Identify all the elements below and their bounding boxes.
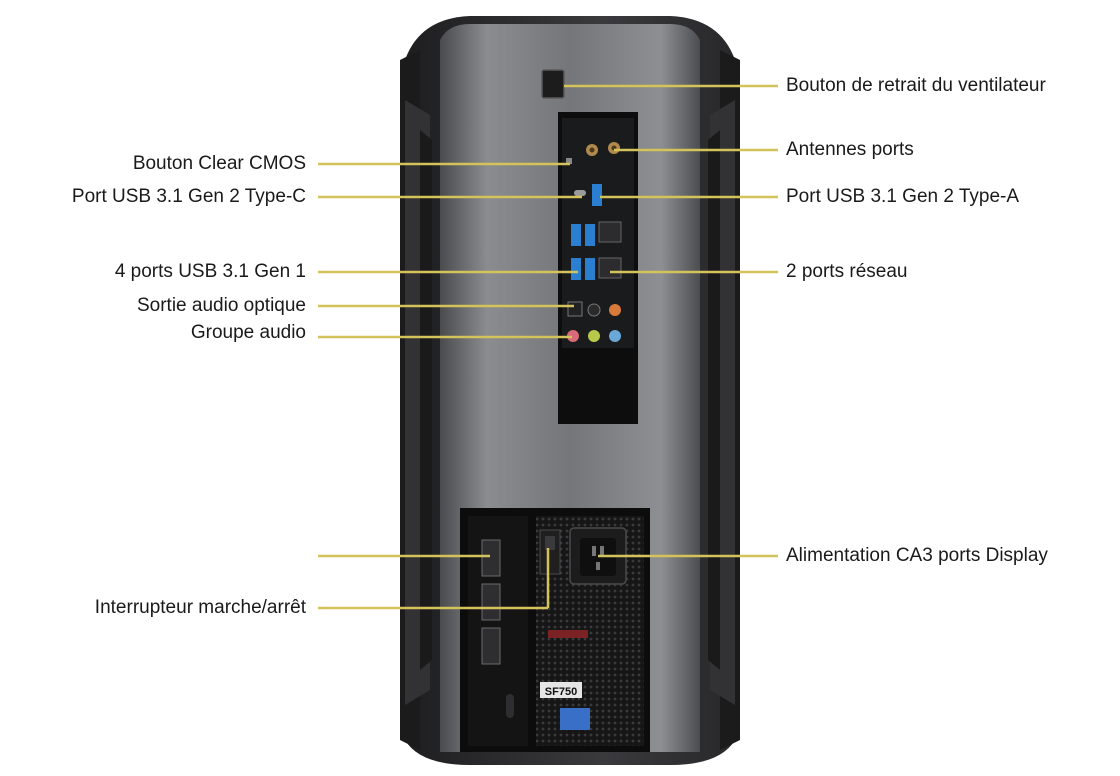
usb-gen1-port-4 [585,258,595,280]
usb-gen1-port-3 [571,258,581,280]
leader-lines [318,84,778,610]
audio-jack-orange [609,304,621,316]
audio-jack-pink [567,330,579,342]
io-panel [558,112,638,424]
audio-jack-green [588,330,600,342]
displayport-2 [481,583,501,621]
label-ac-power-display-ports: Alimentation CA3 ports Display [786,545,1048,566]
label-network-ports: 2 ports réseau [786,261,908,282]
usb-type-a-port [592,184,602,206]
usb-gen1-port-1 [571,224,581,246]
label-audio-group: Groupe audio [190,322,306,343]
label-power-switch: Interrupteur marche/arrêt [94,597,306,618]
clear-cmos-button [566,158,572,164]
displayport-1 [481,539,501,577]
label-fan-release-button: Bouton de retrait du ventilateur [786,75,1046,96]
label-usb-type-a-port: Port USB 3.1 Gen 2 Type-A [786,186,1020,207]
fan-release-button [541,69,565,99]
optical-audio-out [567,301,583,317]
lower-panel: SF750 [460,508,650,752]
label-antenna-ports: Antennes ports [786,139,914,160]
label-usb-type-c-port: Port USB 3.1 Gen 2 Type-C [71,186,306,207]
label-optical-audio-out: Sortie audio optique [136,295,306,316]
label-clear-cmos-button: Bouton Clear CMOS [132,153,306,174]
audio-jack-black [587,303,601,317]
displayport-3 [481,627,501,665]
network-port-1 [598,221,622,243]
usb-type-c-port [574,190,586,196]
label-usb-gen1-ports: 4 ports USB 3.1 Gen 1 [114,261,306,282]
usb-gen1-port-2 [585,224,595,246]
network-port-2 [598,257,622,279]
psu-model-label: SF750 [545,686,577,698]
audio-jack-blue [609,330,621,342]
